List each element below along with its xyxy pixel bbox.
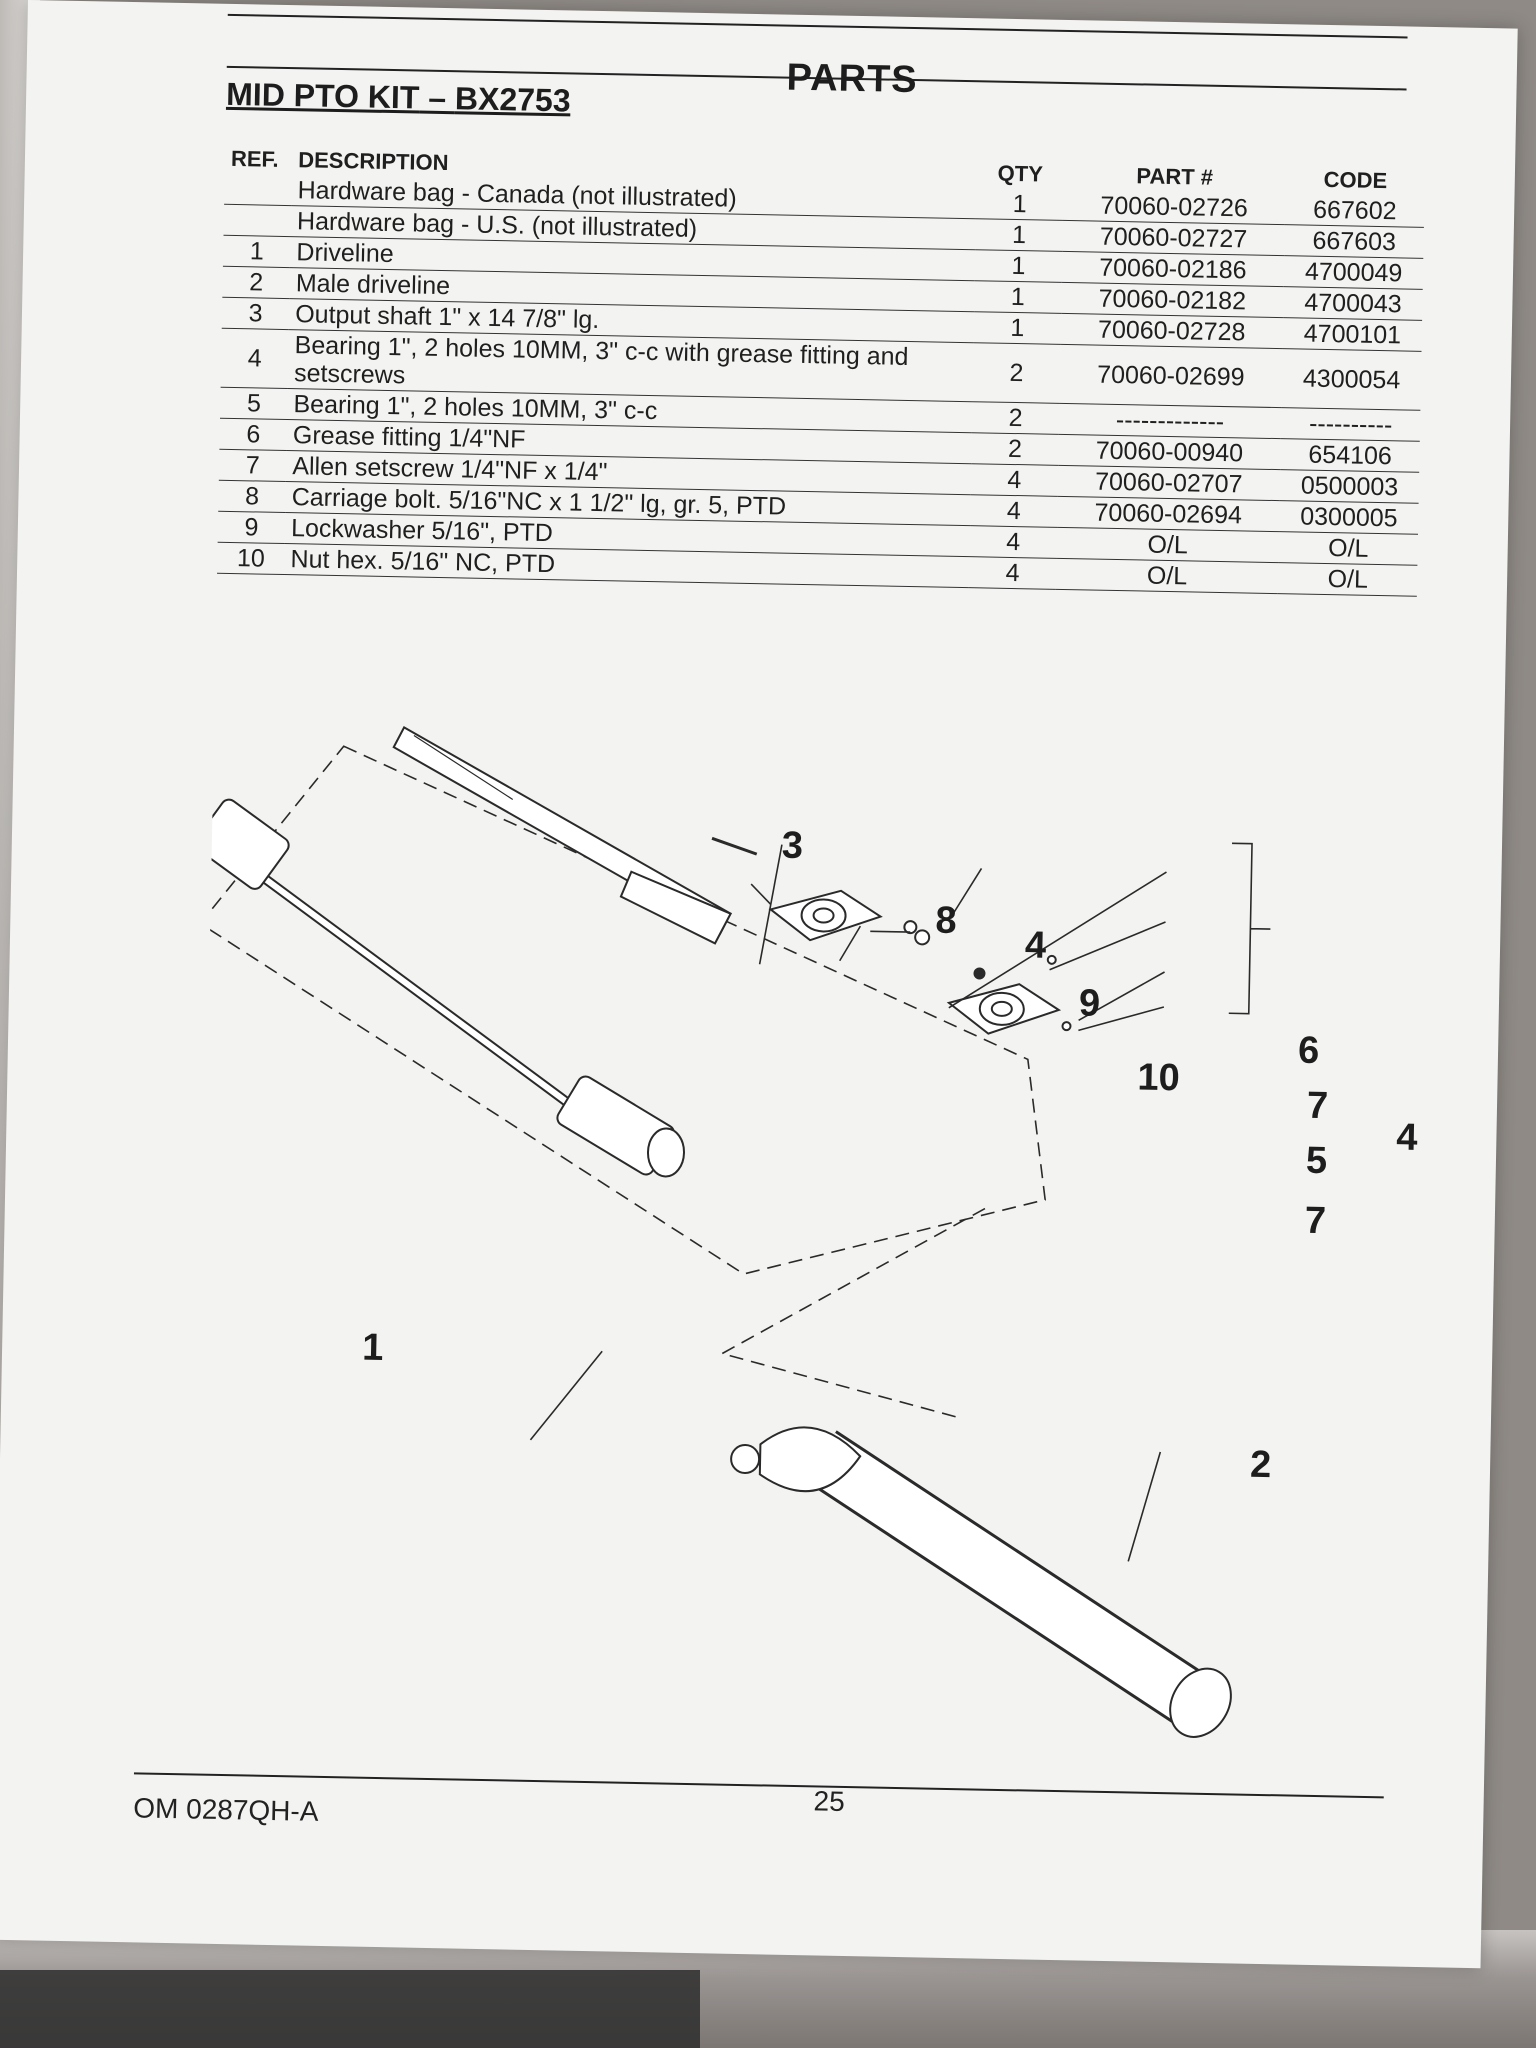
cell-code: 654106 bbox=[1280, 438, 1420, 473]
col-ref: REF. bbox=[230, 145, 279, 172]
cell-ref: 5 bbox=[220, 387, 288, 420]
callout-1: 1 bbox=[361, 1326, 384, 1370]
col-code: CODE bbox=[1323, 166, 1388, 194]
section-title: PARTS bbox=[786, 56, 918, 102]
cell-qty: 4 bbox=[970, 494, 1058, 528]
col-part: PART # bbox=[1136, 163, 1214, 190]
cell-part: O/L bbox=[1055, 558, 1279, 594]
cell-qty: 2 bbox=[971, 432, 1059, 466]
callout-7-upper: 7 bbox=[1306, 1084, 1329, 1128]
cell-code: 4700043 bbox=[1283, 286, 1423, 321]
cell-ref: 2 bbox=[222, 266, 291, 299]
callout-6: 6 bbox=[1297, 1029, 1320, 1072]
cell-ref: 1 bbox=[222, 235, 291, 268]
kit-title-dash: – bbox=[419, 79, 456, 117]
cell-qty: 1 bbox=[973, 311, 1061, 345]
cell-code: ---------- bbox=[1281, 407, 1421, 442]
cell-ref: 10 bbox=[217, 542, 285, 575]
cell-ref: 7 bbox=[218, 449, 287, 482]
callout-10: 10 bbox=[1137, 1056, 1181, 1100]
cell-code: 0300005 bbox=[1279, 500, 1419, 535]
cell-part: O/L bbox=[1055, 527, 1280, 563]
manual-page: PARTS MID PTO KIT – BX2753 REF. DESCRIPT… bbox=[0, 0, 1518, 1969]
cell-code: O/L bbox=[1278, 531, 1418, 566]
page-number: 25 bbox=[813, 1785, 846, 1818]
cell-part: ------------- bbox=[1058, 403, 1282, 439]
assembly-outline-lower bbox=[720, 1207, 986, 1419]
cell-ref: 3 bbox=[221, 297, 290, 330]
output-shaft-icon bbox=[392, 725, 732, 945]
cell-code: 0500003 bbox=[1279, 469, 1420, 504]
cell-qty: 4 bbox=[969, 525, 1057, 559]
exploded-diagram bbox=[194, 725, 1271, 1738]
cell-code: 4700101 bbox=[1282, 317, 1423, 352]
cell-qty: 1 bbox=[974, 280, 1062, 314]
cell-part: 70060-02186 bbox=[1061, 251, 1285, 287]
cell-part: 70060-00940 bbox=[1057, 434, 1282, 470]
cell-part: 70060-02694 bbox=[1056, 496, 1280, 532]
cell-ref: 6 bbox=[219, 418, 288, 451]
callout-7-lower: 7 bbox=[1304, 1199, 1327, 1243]
background-surface bbox=[0, 1970, 700, 2048]
top-rule bbox=[227, 13, 1408, 39]
cell-code: 667602 bbox=[1285, 194, 1425, 228]
callout-9: 9 bbox=[1078, 982, 1101, 1025]
cell-part: 70060-02727 bbox=[1061, 220, 1286, 256]
cell-qty: 1 bbox=[975, 218, 1063, 252]
callout-8: 8 bbox=[935, 899, 958, 942]
parts-table: REF. DESCRIPTION QTY PART # CODE Hardwar… bbox=[217, 144, 1425, 597]
col-qty: QTY bbox=[997, 160, 1044, 187]
cell-ref bbox=[224, 173, 292, 206]
callout-5: 5 bbox=[1305, 1139, 1328, 1183]
kit-title: MID PTO KIT – BX2753 bbox=[226, 76, 571, 120]
cell-qty: 1 bbox=[976, 188, 1064, 221]
cell-ref: 8 bbox=[218, 480, 287, 513]
cell-part: 70060-02728 bbox=[1060, 313, 1284, 349]
cell-part: 70060-02182 bbox=[1060, 282, 1285, 318]
cell-qty: 1 bbox=[975, 249, 1062, 283]
cell-code: O/L bbox=[1278, 562, 1418, 597]
cell-code: 4300054 bbox=[1281, 348, 1422, 411]
cell-part: 70060-02699 bbox=[1058, 344, 1283, 408]
doc-number: OM 0287QH-A bbox=[133, 1792, 319, 1827]
cell-code: 667603 bbox=[1284, 224, 1424, 259]
cell-part: 70060-02726 bbox=[1062, 189, 1286, 225]
cell-qty: 4 bbox=[971, 463, 1058, 497]
cell-qty: 4 bbox=[969, 556, 1056, 590]
bearing-lower-icon bbox=[946, 954, 1072, 1035]
callout-4-group: 4 bbox=[1396, 1116, 1418, 1159]
kit-title-main: MID PTO KIT bbox=[225, 75, 420, 116]
kit-title-model: BX2753 bbox=[454, 80, 571, 119]
cell-code: 4700049 bbox=[1284, 255, 1424, 290]
assembly-outline-upper bbox=[199, 745, 1047, 1275]
callout-2: 2 bbox=[1249, 1443, 1272, 1487]
cell-qty: 2 bbox=[972, 342, 1061, 404]
cell-part: 70060-02707 bbox=[1057, 465, 1281, 501]
parts-table-body: Hardware bag - Canada (not illustrated)1… bbox=[217, 173, 1425, 597]
cell-qty: 2 bbox=[972, 401, 1059, 435]
cell-ref: 4 bbox=[220, 328, 289, 389]
callout-4-upper: 4 bbox=[1024, 924, 1047, 967]
cell-ref bbox=[223, 204, 292, 237]
cell-ref: 9 bbox=[217, 511, 286, 544]
callout-3: 3 bbox=[781, 824, 804, 868]
male-driveline-icon bbox=[730, 1426, 1232, 1738]
bearing-upper-icon bbox=[711, 836, 931, 946]
footer-rule bbox=[133, 1772, 1384, 1799]
driveline-icon bbox=[194, 798, 685, 1178]
